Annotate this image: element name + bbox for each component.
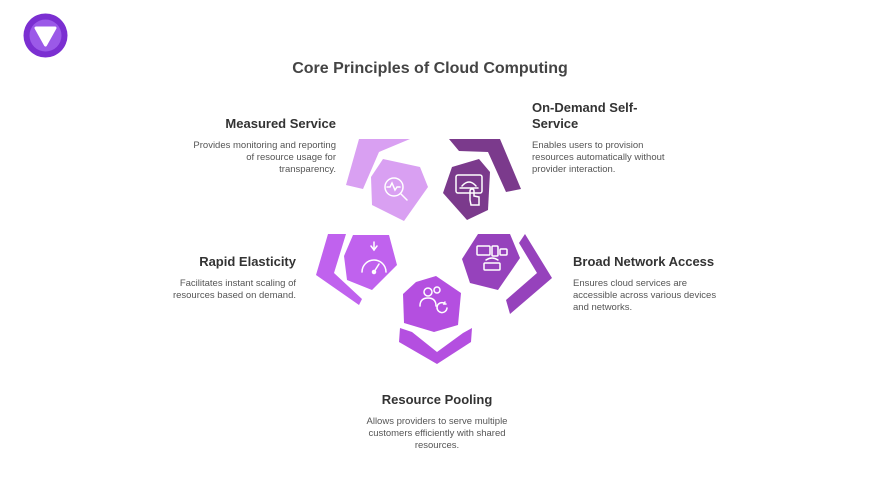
on-demand-description: Enables users to provision resources aut…	[532, 140, 665, 175]
resource-pooling-title: Resource Pooling	[381, 392, 493, 407]
broad-network-title: Broad Network Access	[573, 254, 715, 269]
broad-network-block: Broad Network Access Ensures cloud servi…	[573, 254, 723, 314]
resource-pooling-description: Allows providers to serve multiple custo…	[366, 416, 508, 451]
measured-service-title: Measured Service	[225, 116, 336, 131]
touch-screen-service-icon	[455, 174, 483, 206]
resource-pooling-shape	[399, 276, 472, 364]
diagram-title: Core Principles of Cloud Computing	[292, 60, 568, 77]
rapid-elasticity-block: Rapid Elasticity Facilitates instant sca…	[150, 254, 296, 302]
rapid-elasticity-shape	[316, 234, 397, 305]
measured-service-shape	[346, 139, 428, 221]
gauge-magnifier-icon	[384, 177, 408, 201]
measured-service-block: Measured Service Provides monitoring and…	[190, 116, 336, 176]
measured-service-description: Provides monitoring and reporting of res…	[193, 140, 336, 175]
broad-network-description: Ensures cloud services are accessible ac…	[573, 278, 717, 313]
rapid-elasticity-title: Rapid Elasticity	[199, 254, 296, 269]
on-demand-title: On-Demand Self-Service	[532, 100, 638, 131]
users-sync-icon	[419, 286, 448, 314]
resource-pooling-block: Resource Pooling Allows providers to ser…	[362, 392, 512, 452]
rapid-elasticity-description: Facilitates instant scaling of resources…	[172, 278, 296, 301]
on-demand-block: On-Demand Self-Service Enables users to …	[532, 100, 672, 176]
devices-router-icon	[476, 245, 508, 271]
speedometer-icon	[361, 241, 387, 275]
broad-network-shape	[462, 234, 552, 314]
logo-icon	[23, 13, 68, 58]
